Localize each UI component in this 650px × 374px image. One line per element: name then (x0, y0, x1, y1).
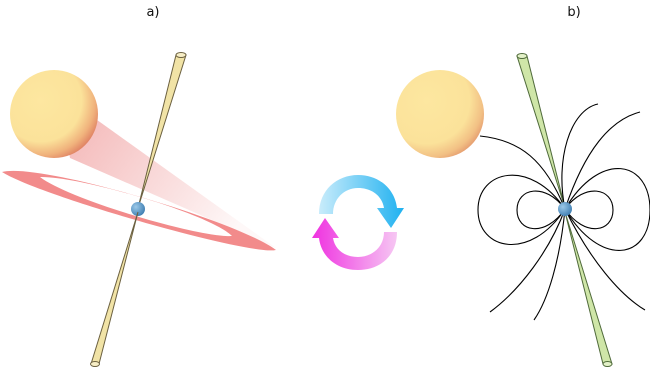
panel-a-label: a) (146, 5, 159, 20)
field-loop-outer-right (564, 168, 650, 251)
jet-lower-a-cap (90, 361, 100, 367)
cyan-arc-arrow (319, 175, 404, 228)
jet-upper-a-cap (175, 52, 187, 58)
accretion-stream (58, 92, 276, 248)
field-line-open-1 (479, 135, 566, 210)
jet-upper-b-cap (516, 53, 528, 59)
field-loop-inner-left (516, 190, 566, 230)
magenta-arc-arrow (312, 218, 397, 270)
field-line-open-6 (564, 208, 646, 311)
panel-b-label: b) (567, 5, 580, 20)
accretion-disk (2, 170, 276, 251)
field-loop-outer-left (477, 174, 566, 246)
magnetic-field-lines (477, 103, 650, 321)
compact-object-a (131, 202, 145, 216)
field-loop-inner-right (564, 190, 614, 230)
panel-b (396, 53, 650, 367)
field-line-open-4 (489, 208, 566, 313)
field-line-open-3 (564, 111, 641, 210)
cycle-arrows (312, 175, 404, 270)
donor-star-b (396, 70, 484, 158)
field-line-open-2 (561, 103, 599, 210)
donor-star-a (10, 70, 98, 158)
jet-lower-b (564, 211, 613, 365)
field-line-open-5 (533, 208, 566, 321)
panel-a (2, 52, 276, 367)
compact-object-b (558, 202, 572, 216)
jet-lower-b-cap (602, 361, 613, 367)
jet-lower-a (90, 211, 139, 365)
